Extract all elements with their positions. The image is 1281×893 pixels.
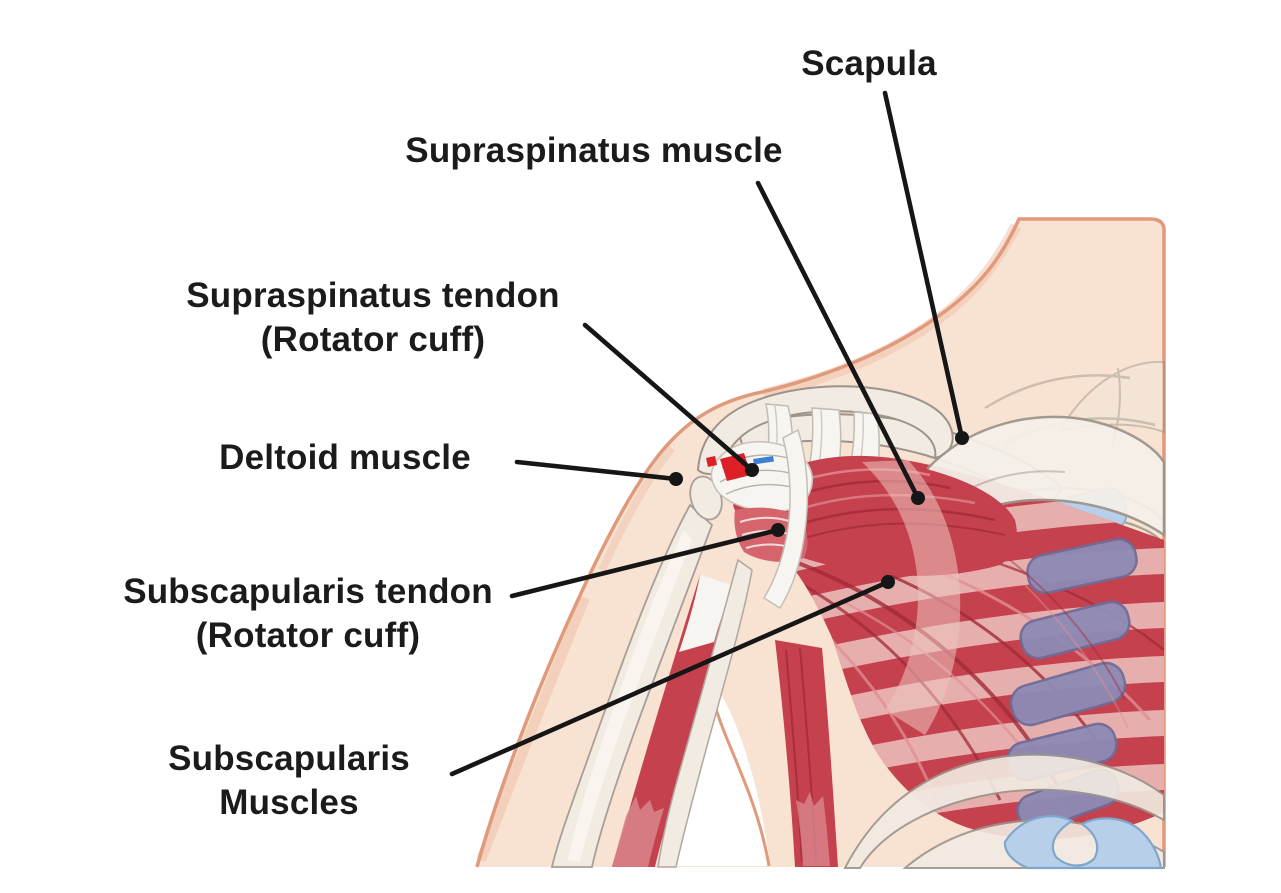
label-deltoid-muscle-text: Deltoid muscle — [219, 438, 471, 477]
label-subscapularis-tendon: Subscapularis tendon (Rotator cuff) — [123, 570, 493, 658]
scapula-edge-through-muscle — [862, 460, 961, 735]
leader-line-subscapularis-muscles — [449, 579, 891, 777]
blue-marker — [753, 456, 774, 465]
label-scapula-text: Scapula — [801, 44, 937, 83]
leader-dot-scapula — [955, 431, 969, 445]
leader-line-supraspinatus-tendon — [582, 322, 755, 473]
label-subscapularis-muscles: Subscapularis Muscles — [168, 737, 410, 825]
leader-dot-subscapularis-tendon — [771, 523, 785, 537]
teres-muscle-band — [775, 640, 838, 867]
leader-line-subscapularis-tendon — [509, 527, 781, 599]
leader-line-supraspinatus-muscle — [755, 180, 921, 501]
label-supraspinatus-tendon-line1: Supraspinatus tendon — [186, 276, 560, 315]
label-deltoid-muscle: Deltoid muscle — [219, 436, 471, 480]
lower-ribs — [843, 753, 1165, 870]
biceps-muscle — [612, 575, 735, 867]
label-supraspinatus-muscle: Supraspinatus muscle — [405, 129, 782, 173]
label-subscapularis-muscles-line1: Subscapularis — [168, 739, 410, 778]
label-subscapularis-tendon-line1: Subscapularis tendon — [123, 572, 493, 611]
arm-tendon-strip — [657, 558, 753, 868]
leader-lines — [449, 90, 969, 777]
leader-dot-deltoid — [669, 472, 683, 486]
label-scapula: Scapula — [801, 42, 937, 86]
leader-line-scapula — [882, 90, 965, 441]
label-subscapularis-muscles-line2: Muscles — [219, 783, 359, 822]
leader-line-deltoid — [514, 459, 679, 482]
label-subscapularis-tendon-line2: (Rotator cuff) — [195, 616, 421, 655]
leader-dot-supraspinatus-muscle — [911, 491, 925, 505]
leader-dot-supraspinatus-tendon — [745, 463, 759, 477]
sternum-cartilage-blue — [1003, 815, 1163, 870]
acromion-scapular-spine — [696, 385, 954, 476]
leader-dot-subscapularis-muscles — [881, 575, 895, 589]
shoulder-joint — [689, 428, 814, 610]
label-supraspinatus-tendon-line2: (Rotator cuff) — [260, 320, 486, 359]
label-supraspinatus-muscle-text: Supraspinatus muscle — [405, 131, 783, 170]
label-supraspinatus-tendon: Supraspinatus tendon (Rotator cuff) — [186, 274, 559, 362]
biceps-long-head-tendon — [762, 428, 809, 610]
